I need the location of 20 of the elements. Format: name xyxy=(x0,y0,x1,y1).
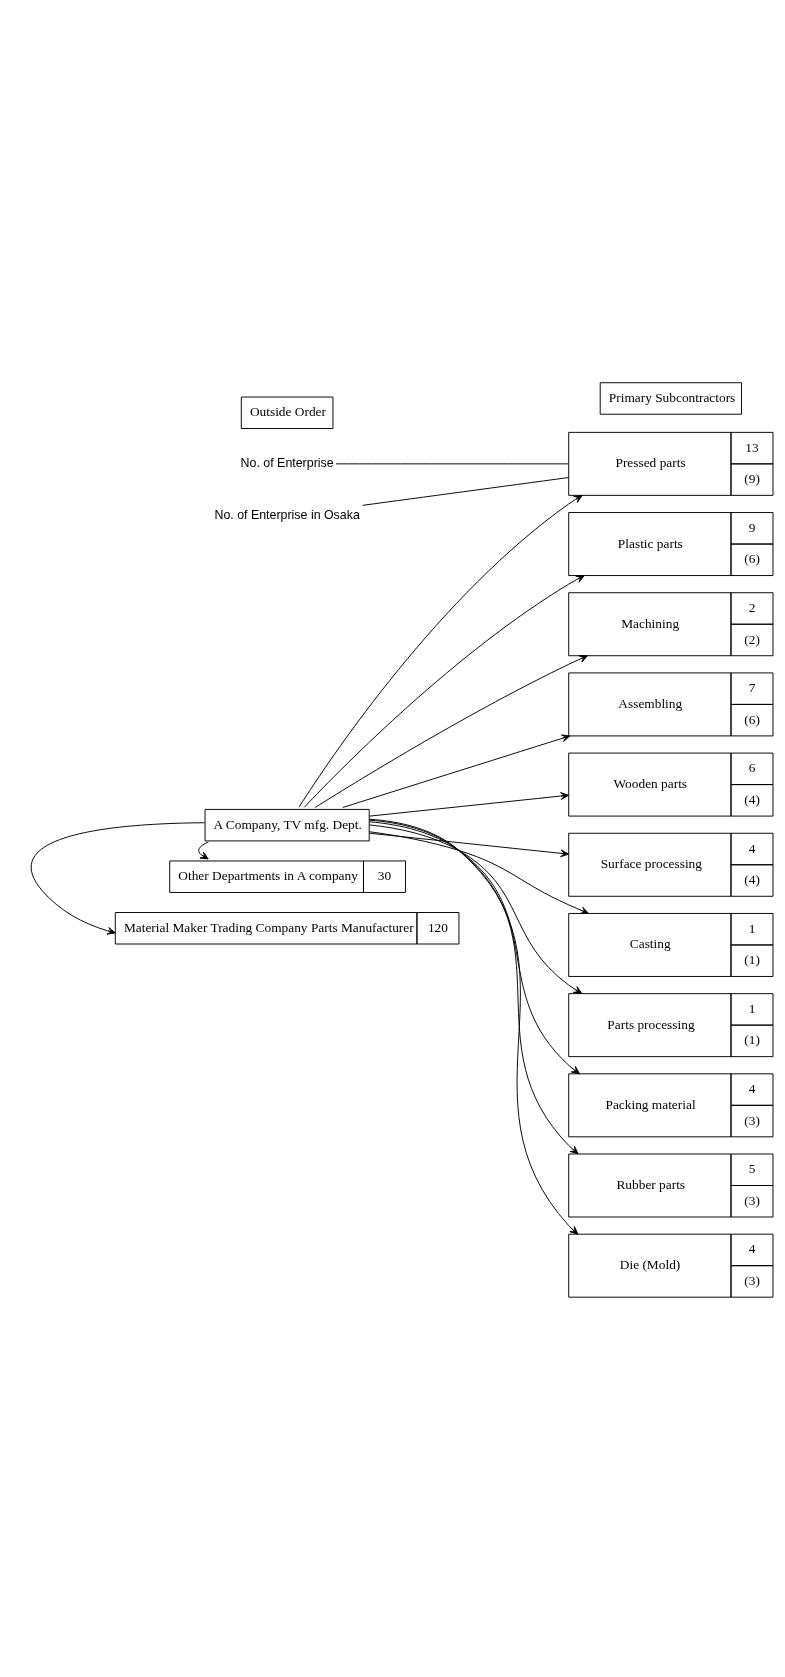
arrow xyxy=(298,494,583,808)
arrow xyxy=(369,791,569,817)
node-box: Primary Subcontractors xyxy=(599,381,742,415)
arrow xyxy=(314,654,588,808)
node-box: Outside Order xyxy=(240,396,334,429)
arrow xyxy=(368,830,589,914)
arrow xyxy=(303,574,585,808)
connector xyxy=(362,476,569,506)
arrow xyxy=(198,840,209,859)
arrow xyxy=(30,821,206,935)
arrow xyxy=(368,823,583,994)
arrow xyxy=(369,832,569,857)
node-text: No. of Enterprise xyxy=(240,455,334,470)
arrow xyxy=(369,820,580,1074)
node-text: No. of Enterprise in Osaka xyxy=(214,507,360,522)
arrow xyxy=(369,819,579,1154)
arrow xyxy=(368,818,579,1235)
connector xyxy=(335,462,569,464)
arrow xyxy=(342,733,571,808)
node-box: A Company, TV mfg. Dept. xyxy=(204,808,370,841)
